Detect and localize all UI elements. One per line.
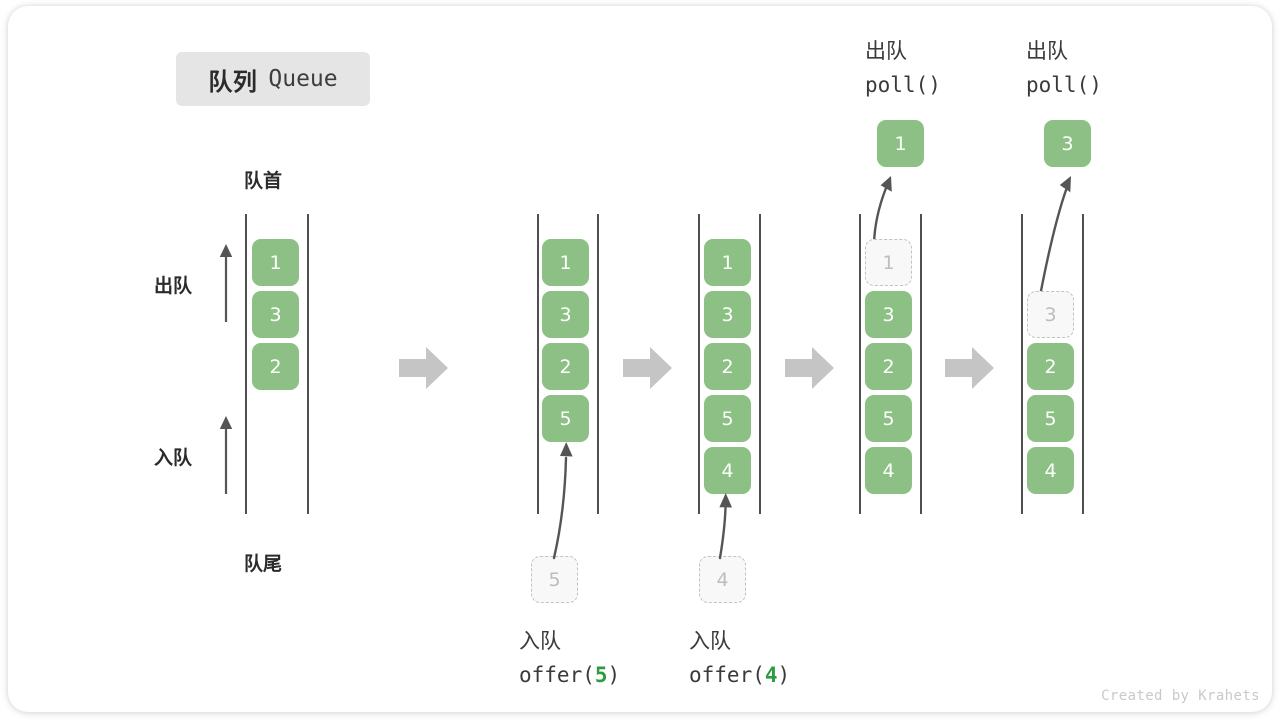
col3-bottom-label-code: offer(4) [689,658,790,692]
col5-cell-4: 4 [1027,447,1074,494]
col3-code-num: 4 [764,663,778,688]
transition-arrow-4-icon [945,347,994,389]
col2-incoming-ghost-cell: 5 [531,556,578,603]
col1-rail-left [245,214,247,514]
label-dequeue-direction: 出队 [154,275,193,297]
col4-top-label-code: poll() [865,73,941,98]
title-badge: 队列 Queue [176,52,370,106]
label-queue-tail: 队尾 [244,553,283,575]
col4-top-label-cn: 出队 [865,39,907,63]
col2-bottom-label-cn: 入队 [519,629,561,653]
col2-code-prefix: offer( [519,663,595,688]
diagram-stage: 队列 Queue 队首 队尾 出队 入队 1 3 2 [8,6,1272,712]
col5-rail-left [1021,214,1023,514]
col3-rail-right [759,214,761,514]
transition-arrow-3-icon [785,347,834,389]
col2-rail-right [597,214,599,514]
col3-code-prefix: offer( [689,663,765,688]
title-chinese: 队列 [208,67,258,96]
col2-enqueue-arrow-icon [552,442,573,560]
col5-top-label: 出队 poll() [1026,34,1102,102]
transition-arrow-1-icon [399,347,448,389]
col2-code-num: 5 [594,663,608,688]
col4-rail-left [859,214,861,514]
dequeue-direction-arrow-icon [219,244,233,322]
label-queue-head: 队首 [244,170,283,192]
col1-cell-1: 3 [252,291,299,338]
col3-cell-4: 4 [704,447,751,494]
col3-cell-1: 3 [704,291,751,338]
enqueue-direction-arrow-icon [219,416,233,494]
col3-cell-3: 5 [704,395,751,442]
col5-cell-3: 5 [1027,395,1074,442]
col4-rail-right [920,214,922,514]
col1-rail-right [307,214,309,514]
col3-code-suffix: ) [777,663,791,688]
col2-bottom-label: 入队 offer(5) [519,624,620,692]
col5-popped-cell: 3 [1044,120,1091,167]
col2-cell-2: 2 [542,343,589,390]
col4-top-label: 出队 poll() [865,34,941,102]
transition-arrow-2-icon [623,347,672,389]
col4-cell-4: 4 [865,447,912,494]
col5-cell-2: 2 [1027,343,1074,390]
col4-popped-cell: 1 [877,120,924,167]
col2-code-suffix: ) [607,663,621,688]
col4-cell-3: 5 [865,395,912,442]
col5-top-label-code: poll() [1026,73,1102,98]
col3-bottom-label-cn: 入队 [689,629,731,653]
col3-bottom-label: 入队 offer(4) [689,624,790,692]
col3-rail-left [698,214,700,514]
col3-enqueue-arrow-icon [718,493,732,560]
col1-cell-2: 2 [252,343,299,390]
col4-cell-0: 1 [865,239,912,286]
label-enqueue-direction: 入队 [154,447,193,469]
col5-cell-1: 3 [1027,291,1074,338]
col2-rail-left [537,214,539,514]
col5-top-label-cn: 出队 [1026,39,1068,63]
footer-credit: Created by Krahets [1101,688,1260,704]
col3-incoming-ghost-cell: 4 [699,556,746,603]
col5-dequeue-arrow-icon [1038,176,1071,298]
col4-cell-1: 3 [865,291,912,338]
col2-cell-3: 5 [542,395,589,442]
col3-cell-2: 2 [704,343,751,390]
title-english: Queue [268,66,338,92]
col5-rail-right [1082,214,1084,514]
col4-cell-2: 2 [865,343,912,390]
diagram-card: 队列 Queue 队首 队尾 出队 入队 1 3 2 [8,6,1272,712]
col2-bottom-label-code: offer(5) [519,658,620,692]
col2-cell-0: 1 [542,239,589,286]
col4-dequeue-arrow-icon [872,176,892,246]
col3-cell-0: 1 [704,239,751,286]
col2-cell-1: 3 [542,291,589,338]
col1-cell-0: 1 [252,239,299,286]
